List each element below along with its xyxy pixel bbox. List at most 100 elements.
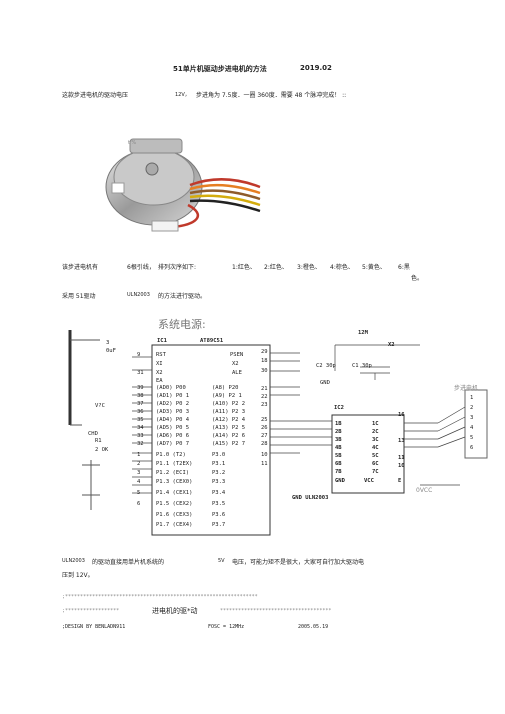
vcc-label: 0VCC: [416, 487, 433, 494]
crystal-top: 12M: [358, 330, 368, 336]
mcu-pin-38: 38: [137, 393, 144, 399]
r1-chd: CHD: [88, 431, 98, 437]
method-suffix: 的方法进行驱动。: [158, 293, 207, 300]
mcu-pin-18: 18: [261, 358, 268, 364]
mcu-pin-11: 11: [261, 461, 268, 467]
motor-pin-5: 5: [470, 435, 474, 441]
mcu-pin-21: 21: [261, 386, 268, 392]
code-comment-1: ;***************************************…: [62, 594, 258, 600]
mcu-port-p36: P3.6: [212, 512, 226, 518]
resistor-note: V?C: [95, 403, 105, 409]
uln-out-2c: 2C: [372, 429, 379, 435]
mcu-pin-9: 9: [137, 352, 141, 358]
mcu-port-r1: (A9) P2 1: [212, 393, 242, 399]
mcu-port-p14: P1.4 (CEX1): [156, 490, 193, 496]
intro-voltage: 12V，: [175, 92, 190, 98]
motor-pin-4: 4: [470, 425, 474, 431]
wires-count: 6根引线，: [127, 264, 155, 271]
mcu-port-p11: P1.1 (T2EX): [156, 461, 193, 467]
uln-pin-13: 13: [398, 438, 405, 444]
code-comment-2-suffix: *************************************: [220, 608, 332, 614]
mcu-port-l5: (AD5) P0 5: [156, 425, 190, 431]
method-chip: ULN2003: [127, 292, 150, 298]
uln-in-6b: 6B: [335, 461, 342, 467]
mcu-port-r6: (A14) P2 6: [212, 433, 246, 439]
mcu-port-l4: (AD4) P0 4: [156, 417, 190, 423]
uln-pin-10: 10: [398, 463, 405, 469]
wire-4: 4:棕色、: [330, 264, 354, 271]
uln-in-7b: 7B: [335, 469, 342, 475]
mcu-pin-29: 29: [261, 349, 268, 355]
mcu-pin-2: 2: [137, 461, 141, 467]
uln-in-5b: 5B: [335, 453, 342, 459]
mcu-pin-4: 4: [137, 479, 141, 485]
mcu-port-p15: P1.5 (CEX2): [156, 501, 193, 507]
mcu-port-l1: (AD1) P0 1: [156, 393, 190, 399]
r1-name: R1: [95, 438, 102, 444]
mcu-port-p32: P3.2: [212, 470, 226, 476]
mcu-pin-3: 3: [137, 470, 141, 476]
mcu-port-p33: P3.3: [212, 479, 226, 485]
mcu-pin-6: 6: [137, 501, 141, 507]
note-volt: 5V: [218, 558, 225, 564]
mcu-port-p31: P3.1: [212, 461, 226, 467]
wire-3: 3:橙色、: [297, 264, 321, 271]
mcu-port-r0: (A8) P20: [212, 385, 239, 391]
mcu-x2-right: X2: [232, 361, 239, 367]
mcu-pin-36: 36: [137, 409, 144, 415]
uln-in-4b: 4B: [335, 445, 342, 451]
mcu-pin-26: 26: [261, 425, 268, 431]
mcu-port-r7: (A15) P2 7: [212, 441, 246, 447]
mcu-port-p16: P1.6 (CEX3): [156, 512, 193, 518]
mcu-port-r4: (A12) P2 4: [212, 417, 246, 423]
mcu-pin-35: 35: [137, 417, 144, 423]
note-chip: ULN2003: [62, 558, 85, 564]
crystal-x2: X2: [388, 342, 395, 348]
uln-pin-16: 16: [398, 412, 405, 418]
mcu-port-r5: (A13) P2 5: [212, 425, 246, 431]
wires-lead: 该步进电机有: [62, 264, 99, 271]
wires-order-intro: 排列次序如下:: [158, 264, 197, 271]
cap-label-2: 0uF: [106, 348, 116, 354]
mcu-port-l3: (AD3) P0 3: [156, 409, 190, 415]
motor-title: 步进电机: [454, 385, 479, 392]
page-title: 51单片机驱动步进电机的方法: [173, 65, 267, 73]
e-label: E: [398, 478, 402, 484]
code-fosc: FOSC = 12MHz: [208, 624, 245, 630]
code-comment-2-prefix: ;******************: [62, 608, 120, 614]
motor-pin-3: 3: [470, 415, 474, 421]
mcu-port-p34: P3.4: [212, 490, 226, 496]
mcu-ea: EA: [156, 378, 163, 384]
crystal-gnd: GND: [320, 380, 330, 386]
uln-in-2b: 2B: [335, 429, 342, 435]
mcu-port-l7: (AD7) P0 7: [156, 441, 190, 447]
mcu-port-p30: P3.0: [212, 452, 226, 458]
method-prefix: 采用 51驱动: [62, 293, 96, 300]
uln-out-5c: 5C: [372, 453, 379, 459]
uln-in-3b: 3B: [335, 437, 342, 443]
uln-ic-label: IC2: [334, 405, 344, 411]
page-date: 2019.02: [300, 64, 332, 72]
crystal-c2: C2 30p: [316, 363, 336, 369]
mcu-x2: X2: [156, 370, 163, 376]
stepper-motor-photo: [105, 138, 261, 232]
uln-vcc-pin: VCC: [364, 478, 374, 484]
uln-out-6c: 6C: [372, 461, 379, 467]
mcu-psen: PSEN: [230, 352, 244, 358]
mcu-port-l2: (AD2) P0 2: [156, 401, 190, 407]
note-text3: 压到 12V。: [62, 572, 94, 579]
mcu-port-p10: P1.0 (T2): [156, 452, 186, 458]
mcu-port-p12: P1.2 (ECI): [156, 470, 190, 476]
mcu-pin-31: 31: [137, 370, 144, 376]
wire-2: 2:红色、: [264, 264, 288, 271]
mcu-pin-34: 34: [137, 425, 144, 431]
wire-5: 5:黄色、: [362, 264, 386, 271]
mcu-port-l0: (AD0) P00: [156, 385, 186, 391]
motor-pin-1: 1: [470, 395, 474, 401]
uln-out-7c: 7C: [372, 469, 379, 475]
r1-value: 2 OK: [95, 447, 109, 453]
mcu-pin-22: 22: [261, 394, 268, 400]
code-date: 2005.05.19: [298, 624, 329, 630]
note-text2: 电压，可能力矩不是很大，大家可自行加大驱动电: [232, 559, 365, 566]
cap-label-1: 3: [106, 340, 110, 346]
